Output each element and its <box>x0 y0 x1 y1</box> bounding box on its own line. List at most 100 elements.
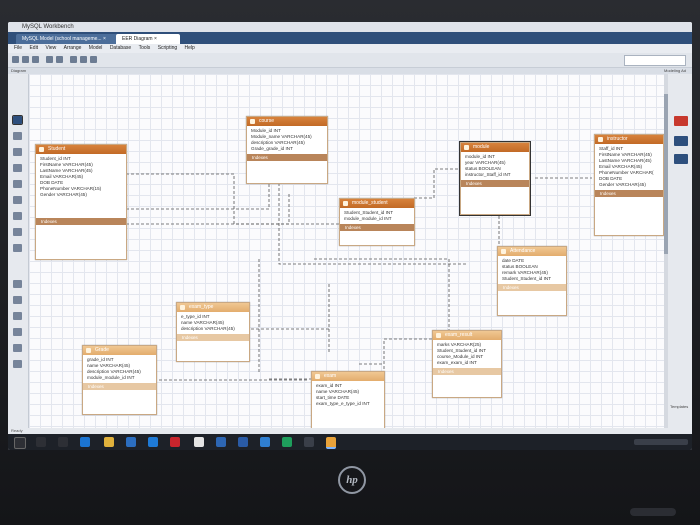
column[interactable]: Gender VARCHAR(45) <box>40 192 87 197</box>
pointer-tool-icon[interactable] <box>12 115 23 125</box>
indexes-section[interactable]: Indexes <box>36 218 126 225</box>
table-exam-type-header[interactable]: exam_type <box>177 303 249 312</box>
office-icon[interactable] <box>170 437 180 447</box>
menu-model[interactable]: Model <box>88 45 103 51</box>
menu-tools[interactable]: Tools <box>138 45 151 51</box>
column[interactable]: e_type_id INT <box>181 314 210 319</box>
view-tool-icon[interactable] <box>13 228 22 236</box>
column[interactable]: PhoneNumber VARCHAR( <box>599 170 654 175</box>
layer-tool-icon[interactable] <box>13 164 22 172</box>
visual-studio-icon[interactable] <box>260 437 270 447</box>
column[interactable]: Module_name VARCHAR(45) <box>251 134 312 139</box>
column[interactable]: Email VARCHAR(45) <box>599 164 643 169</box>
table-grade-header[interactable]: Grade <box>83 346 156 355</box>
layout-icon[interactable] <box>90 56 97 63</box>
relation-1-n-icon[interactable] <box>13 296 22 304</box>
table-attendance-header[interactable]: Attendance <box>498 247 566 256</box>
column[interactable]: description VARCHAR(45) <box>87 369 141 374</box>
tab-eer-diagram[interactable]: EER Diagram × <box>116 34 180 44</box>
table-exam-result[interactable]: exam_result marks VARCHAR(25) Student_St… <box>432 330 502 398</box>
indexes-section[interactable]: Indexes <box>83 383 156 390</box>
scrollbar-thumb[interactable] <box>664 94 668 254</box>
template-blue-icon[interactable] <box>674 136 688 146</box>
media-icon[interactable] <box>304 437 314 447</box>
table-module-student-header[interactable]: module_student <box>340 199 414 208</box>
column[interactable]: Student_id INT <box>40 156 71 161</box>
table-instructor[interactable]: instructor Staff_id INT FirstName VARCHA… <box>594 134 664 236</box>
column[interactable]: exam_exam_id INT <box>437 360 477 365</box>
file-explorer-icon[interactable] <box>104 437 114 447</box>
table-course-header[interactable]: course <box>247 117 327 126</box>
menu-file[interactable]: File <box>14 45 23 51</box>
column[interactable]: module_id INT <box>465 154 495 159</box>
table-module[interactable]: module module_id INT year VARCHAR(45) st… <box>459 141 531 216</box>
column[interactable]: DOB DATE <box>599 176 623 181</box>
table-exam-type[interactable]: exam_type e_type_id INT name VARCHAR(45)… <box>176 302 250 362</box>
routine-tool-icon[interactable] <box>13 244 22 252</box>
column[interactable]: Student_Student_id INT <box>502 276 552 281</box>
undo-icon[interactable] <box>46 56 53 63</box>
column[interactable]: Email VARCHAR(45) <box>40 174 84 179</box>
indexes-section[interactable]: Indexes <box>247 154 327 161</box>
menu-help[interactable]: Help <box>184 45 195 51</box>
column[interactable]: description VARCHAR(45) <box>251 140 305 145</box>
column[interactable]: status BOOLEAN <box>502 264 538 269</box>
text-tool-icon[interactable] <box>13 180 22 188</box>
table-grade[interactable]: Grade grade_id INT name VARCHAR(45) desc… <box>82 345 157 415</box>
table-student[interactable]: Student Student_id INT FirstName VARCHAR… <box>35 144 127 260</box>
relation-1-1-nonid-icon[interactable] <box>13 328 22 336</box>
relation-1-n-nonid-icon[interactable] <box>13 344 22 352</box>
open-file-icon[interactable] <box>22 56 29 63</box>
indexes-section[interactable]: Indexes <box>177 334 249 341</box>
column[interactable]: DOB DATE <box>40 180 64 185</box>
column[interactable]: name VARCHAR(45) <box>316 389 360 394</box>
column[interactable]: Student_Student_id INT <box>344 210 394 215</box>
toggle-grid-icon[interactable] <box>70 56 77 63</box>
menu-arrange[interactable]: Arrange <box>63 45 82 51</box>
system-tray[interactable] <box>634 439 688 445</box>
column[interactable]: name VARCHAR(45) <box>181 320 225 325</box>
table-module-header[interactable]: module <box>461 143 529 152</box>
table-exam-result-header[interactable]: exam_result <box>433 331 501 340</box>
menu-database[interactable]: Database <box>109 45 132 51</box>
table-student-header[interactable]: Student <box>36 145 126 154</box>
column[interactable]: FirstName VARCHAR(45) <box>40 162 93 167</box>
table-attendance[interactable]: Attendance date DATE status BOOLEAN rema… <box>497 246 567 316</box>
column[interactable]: module_module_id INT <box>344 216 392 221</box>
app-icon[interactable] <box>238 437 248 447</box>
table-exam-header[interactable]: exam <box>312 372 384 381</box>
column[interactable]: exam_id INT <box>316 383 343 388</box>
eraser-tool-icon[interactable] <box>13 148 22 156</box>
word-icon[interactable] <box>216 437 226 447</box>
save-icon[interactable] <box>32 56 39 63</box>
tab-model[interactable]: MySQL Model (school manageme... × <box>16 34 124 44</box>
column[interactable]: LastName VARCHAR(45) <box>599 158 652 163</box>
table-course[interactable]: course Module_id INT Module_name VARCHAR… <box>246 116 328 184</box>
table-exam[interactable]: exam exam_id INT name VARCHAR(45) start_… <box>311 371 385 429</box>
column[interactable]: status BOOLEAN <box>465 166 501 171</box>
dropbox-icon[interactable] <box>148 437 158 447</box>
column[interactable]: instructor_Staff_id INT <box>465 172 511 177</box>
indexes-section[interactable]: Indexes <box>461 180 529 187</box>
column[interactable]: PhoneNumber VARCHAR(15) <box>40 186 102 191</box>
image-tool-icon[interactable] <box>13 196 22 204</box>
menu-edit[interactable]: Edit <box>29 45 39 51</box>
indexes-section[interactable]: Indexes <box>498 284 566 291</box>
column[interactable]: module_module_id INT <box>87 375 135 380</box>
whatsapp-icon[interactable] <box>282 437 292 447</box>
table-instructor-header[interactable]: instructor <box>595 135 663 144</box>
hand-tool-icon[interactable] <box>13 132 22 140</box>
column[interactable]: Staff_id INT <box>599 146 624 151</box>
indexes-section[interactable]: Indexes <box>433 368 501 375</box>
column[interactable]: date DATE <box>502 258 525 263</box>
indexes-section[interactable]: Indexes <box>340 224 414 231</box>
template-category-icon[interactable] <box>674 154 688 164</box>
relation-n-m-icon[interactable] <box>13 312 22 320</box>
table-module-student[interactable]: module_student Student_Student_id INT mo… <box>339 198 415 246</box>
column[interactable]: description VARCHAR(45) <box>181 326 235 331</box>
start-icon[interactable] <box>14 437 26 449</box>
column[interactable]: FirstName VARCHAR(45) <box>599 152 652 157</box>
menu-view[interactable]: View <box>45 45 57 51</box>
column[interactable]: course_Module_id INT <box>437 354 484 359</box>
menu-scripting[interactable]: Scripting <box>157 45 178 51</box>
